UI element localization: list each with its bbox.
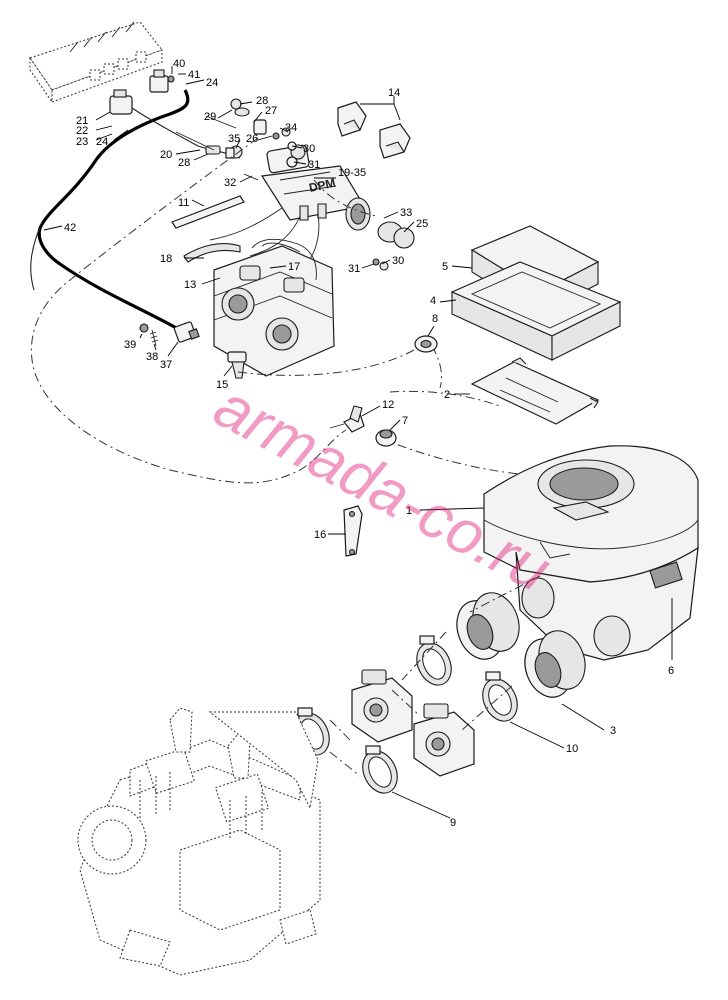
- callout-12: 12: [382, 399, 394, 411]
- callout-15: 15: [216, 379, 228, 391]
- vent-route-line-3: [313, 179, 501, 407]
- filter-frame-4: [450, 261, 622, 361]
- callout-19-35: 19-35: [338, 167, 366, 179]
- callout-labels: 40 41 24 21 22 23 24 28 29 27 26 34 35 3…: [64, 58, 674, 829]
- callout-27: 27: [265, 105, 277, 117]
- airbox-1: [483, 445, 699, 661]
- callout-16: 16: [314, 529, 326, 541]
- sensor-connector-21: [109, 89, 133, 115]
- plate-2: [470, 357, 600, 425]
- callout-37: 37: [160, 359, 172, 371]
- rod-11: [171, 195, 245, 229]
- callout-26: 26: [246, 133, 258, 145]
- callout-5: 5: [442, 261, 448, 273]
- harness-branch: [131, 107, 241, 159]
- clamps-10: [416, 635, 518, 722]
- assembly-lines: [329, 575, 541, 777]
- callout-3: 3: [610, 725, 616, 737]
- callout-30b: 30: [392, 255, 404, 267]
- nut-39: [139, 323, 149, 333]
- bracket-16: [343, 505, 363, 557]
- harness-branch-2: [30, 221, 43, 291]
- sensor-connector-40: [149, 69, 175, 93]
- callout-24b: 24: [96, 136, 108, 148]
- callout-39: 39: [124, 339, 136, 351]
- fitting-15: [227, 351, 247, 379]
- small-fittings: [175, 98, 415, 271]
- ecu-module: [29, 21, 163, 104]
- callout-35: 35: [228, 133, 240, 145]
- callout-38: 38: [146, 351, 158, 363]
- callout-42: 42: [64, 222, 76, 234]
- engine-block: [77, 707, 321, 976]
- callout-7: 7: [402, 415, 408, 427]
- connector-37: [173, 321, 200, 343]
- callout-22: 22: [76, 125, 88, 137]
- callout-31b: 31: [348, 263, 360, 275]
- callout-41: 41: [188, 69, 200, 81]
- callout-40: 40: [173, 58, 185, 70]
- hose-clips-14: [337, 101, 411, 159]
- callout-33: 33: [400, 207, 412, 219]
- callout-29: 29: [204, 111, 216, 123]
- callout-2: 2: [444, 389, 450, 401]
- plug-7: [375, 429, 397, 447]
- callout-30: 30: [303, 143, 315, 155]
- leader-lines: [43, 66, 673, 819]
- carburetor-assembly-13-17: [183, 238, 335, 377]
- callout-21: 21: [76, 115, 88, 127]
- callout-9: 9: [450, 817, 456, 829]
- callout-17: 17: [288, 261, 300, 273]
- callout-13: 13: [184, 279, 196, 291]
- adaptor-3: [456, 592, 586, 698]
- callout-28: 28: [256, 95, 268, 107]
- callout-23: 23: [76, 136, 88, 148]
- grommet-8: [414, 335, 438, 353]
- callout-34: 34: [285, 122, 297, 134]
- callout-25: 25: [416, 218, 428, 230]
- callout-14: 14: [388, 87, 400, 99]
- elbow-12: [329, 405, 365, 433]
- callout-24: 24: [206, 77, 218, 89]
- callout-8: 8: [432, 313, 438, 325]
- callout-20: 20: [160, 149, 172, 161]
- wiring-harness-cable: [37, 89, 190, 332]
- callout-1: 1: [406, 505, 412, 517]
- callout-4: 4: [430, 295, 436, 307]
- callout-10: 10: [566, 743, 578, 755]
- callout-11: 11: [178, 197, 189, 209]
- callout-6: 6: [668, 665, 674, 677]
- screw-38: [149, 329, 159, 347]
- callout-32: 32: [224, 177, 236, 189]
- callout-31: 31: [308, 159, 320, 171]
- throttle-rail-19-35: DPM: [260, 144, 371, 231]
- callout-28b: 28: [178, 157, 190, 169]
- callout-18: 18: [160, 253, 172, 265]
